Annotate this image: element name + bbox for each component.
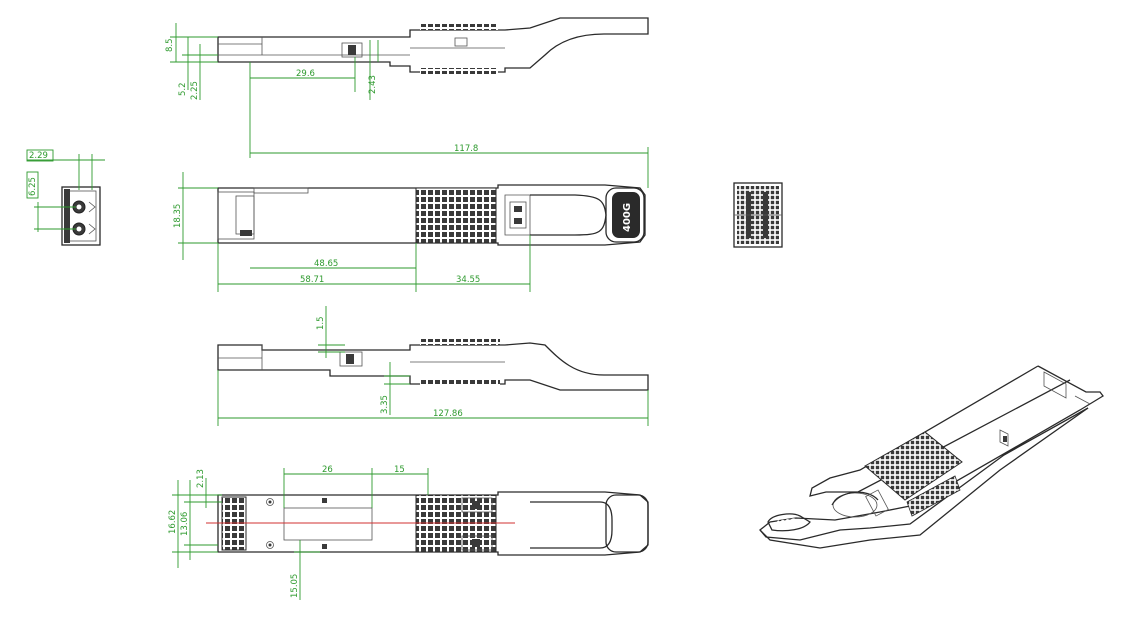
plan-dim-left: 58.71: [300, 275, 324, 285]
side-dim-bottom: 3.35: [380, 395, 390, 414]
bottom-view: [206, 491, 649, 556]
top-view-outline: [217, 17, 649, 73]
plan-view-dimensions: 117.8 18.35 48.65 58.71 34.55: [173, 144, 649, 292]
iso-tab-label: 400G: [775, 517, 797, 528]
pull-tab: [605, 187, 645, 243]
front-view: [61, 186, 101, 246]
side-dim-top: 1.5: [316, 316, 326, 330]
plan-view-outline: [217, 184, 646, 246]
iso-top-face: [759, 365, 1104, 541]
side-dim-total: 127.86: [433, 409, 463, 419]
top-grip-ridges: [420, 24, 498, 74]
top-dim-length: 29.6: [296, 69, 315, 79]
bottom-dim-d: 15.05: [290, 574, 300, 598]
isometric-view: 400G: [759, 365, 1104, 549]
plan-dim-inner: 48.65: [314, 259, 338, 269]
top-dim-right: 2.43: [368, 75, 378, 94]
front-view-dimensions: 2.29 6.25: [26, 149, 105, 232]
top-dim-v1: 8.5: [165, 38, 175, 52]
plan-dim-right: 34.55: [456, 275, 480, 285]
pull-tab-label: 400G: [622, 203, 633, 232]
plan-grip-pattern: [415, 187, 497, 244]
side-view-dimensions: 1.5 3.35 127.86: [217, 306, 649, 426]
front-dim-height: 6.25: [28, 177, 38, 196]
bottom-dim-c: 2.13: [196, 469, 206, 488]
plan-view: 400G: [217, 184, 646, 246]
bottom-dim-h1: 16.62: [168, 510, 178, 534]
front-view-outline: [61, 186, 101, 246]
plan-dim-total: 117.8: [454, 144, 478, 154]
side-grip-ridges: [420, 339, 500, 386]
side-view: [217, 339, 649, 391]
top-dim-v3: 2.25: [190, 81, 200, 100]
end-view: [733, 182, 783, 248]
front-dim-width: 2.29: [29, 151, 48, 161]
plan-dim-height: 18.35: [173, 204, 183, 228]
top-view: [217, 17, 649, 74]
bottom-dim-a: 26: [322, 465, 333, 475]
bottom-dim-b: 15: [394, 465, 405, 475]
top-dim-v2: 5.2: [178, 82, 188, 96]
bottom-view-dimensions: 26 15 2.13 16.62 13.06 15.05: [168, 465, 429, 600]
top-view-dimensions: 8.5 5.2 2.25 29.6 2.43: [165, 23, 379, 158]
bottom-dim-h2: 13.06: [180, 512, 190, 536]
